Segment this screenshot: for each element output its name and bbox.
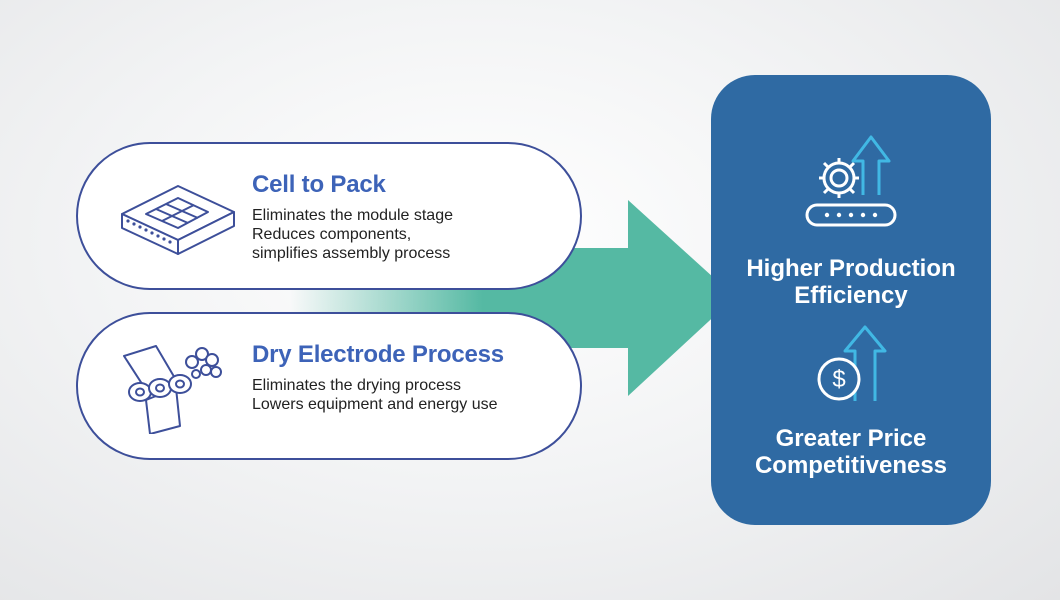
dry-electrode-line-1: Eliminates the drying process: [252, 377, 461, 394]
svg-text:$: $: [832, 366, 845, 393]
gear-conveyor-arrow-icon: [805, 135, 897, 227]
cell-to-pack-line-2: Reduces components,: [252, 226, 412, 243]
battery-pack-icon: [121, 185, 235, 255]
cell-to-pack-line-1: Eliminates the module stage: [252, 207, 453, 224]
higher-production-efficiency-label: Higher Production Efficiency: [711, 255, 991, 309]
cell-to-pack-line-3: simplifies assembly process: [252, 245, 451, 262]
cell-to-pack-title: Cell to Pack: [252, 171, 386, 198]
outcome-1-line-2: Efficiency: [794, 282, 908, 309]
dry-electrode-title: Dry Electrode Process: [252, 341, 504, 368]
outcome-2-line-2: Competitiveness: [754, 452, 948, 479]
dry-electrode-card: Dry Electrode Process Eliminates the dry…: [76, 312, 582, 460]
outcome-2-line-1: Greater Price: [775, 425, 927, 452]
greater-price-competitiveness-label: Greater Price Competitiveness: [711, 425, 991, 479]
outcomes-panel: Higher Production Efficiency $ Greater P…: [711, 75, 991, 525]
dry-electrode-line-2: Lowers equipment and energy use: [252, 396, 498, 413]
cell-to-pack-card: Cell to Pack Eliminates the module stage…: [76, 142, 582, 290]
roller-press-icon: [123, 345, 222, 434]
outcome-1-line-1: Higher Production: [746, 255, 956, 282]
dollar-arrow-icon: $: [817, 325, 887, 401]
